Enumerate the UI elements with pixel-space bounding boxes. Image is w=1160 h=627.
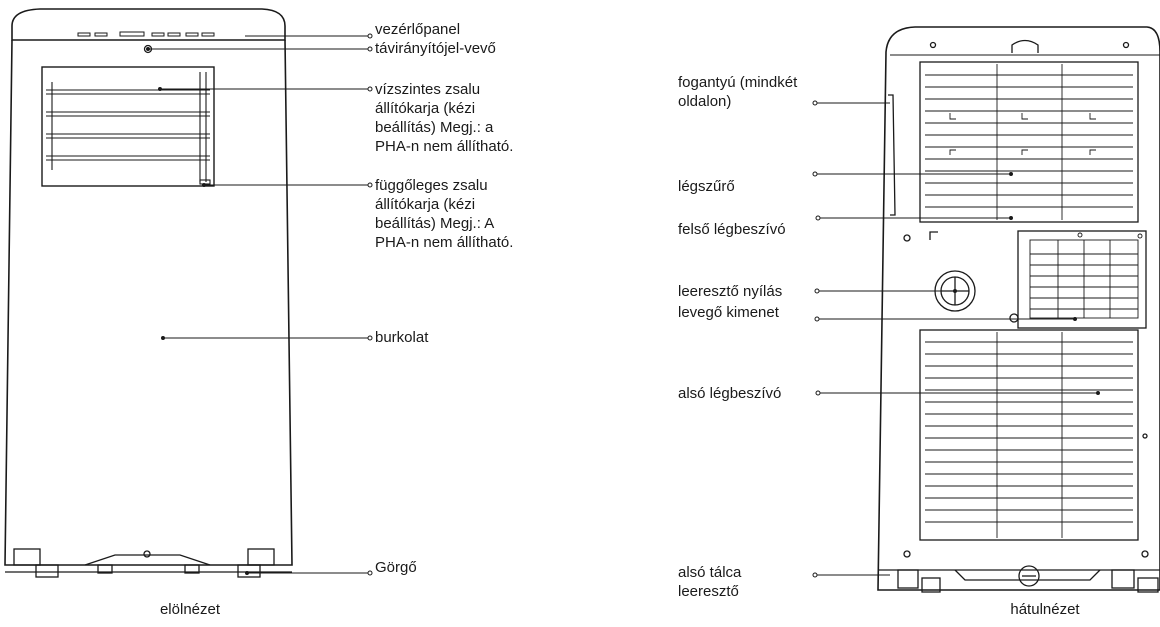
label-tray-drain-line: leeresztő	[678, 583, 739, 600]
label-vertical-louver-line: beállítás) Megj.: A	[375, 215, 495, 232]
front-housing	[4, 39, 293, 566]
front-base	[5, 548, 292, 578]
label-vertical-louver-line: PHA-n nem állítható.	[375, 234, 514, 251]
label-remote-receiver: távirányítójel-vevő	[375, 40, 496, 57]
lower-intake-grille	[919, 329, 1139, 541]
label-lower-intake: alsó légbeszívó	[678, 385, 782, 402]
air-outlet-grille	[1017, 230, 1147, 329]
label-air-filter: légszűrő	[678, 178, 735, 195]
label-vertical-louver-line: függőleges zsalu	[375, 177, 488, 194]
front-unit	[4, 8, 293, 578]
air-filter-grille	[919, 61, 1139, 223]
back-unit	[877, 26, 1160, 593]
back-leaders	[812, 100, 1100, 578]
label-control-panel: vezérlőpanel	[375, 21, 461, 38]
top-handle	[1011, 39, 1039, 53]
louver-panel	[41, 66, 215, 187]
label-air-outlet: levegő kimenet	[678, 304, 779, 321]
label-drain-outlet: leeresztő nyílás	[678, 283, 783, 300]
caption-back-view: hátulnézet	[1010, 601, 1080, 618]
label-handle: fogantyú (mindkét oldalon)	[678, 73, 797, 111]
label-caster: Görgő	[375, 559, 417, 576]
front-leaders	[146, 33, 373, 576]
label-horizontal-louver-line: vízszintes zsalu	[375, 81, 481, 98]
label-horizontal-louver: vízszintes zsalu állítókarja (kézi beáll…	[375, 80, 513, 156]
label-housing: burkolat	[375, 329, 429, 346]
label-horizontal-louver-line: PHA-n nem állítható.	[375, 138, 514, 155]
back-base	[878, 565, 1160, 593]
label-vertical-louver: függőleges zsalu állítókarja (kézi beáll…	[375, 176, 513, 252]
label-tray-drain: alsó tálca leeresztő	[678, 563, 741, 601]
front-top-cap	[11, 8, 286, 41]
air-outlet-slats	[1029, 232, 1143, 319]
horizontal-louvers	[46, 72, 211, 185]
side-handle	[888, 94, 896, 216]
label-tray-drain-line: alsó tálca	[678, 564, 742, 581]
label-handle-line: oldalon)	[678, 93, 732, 110]
label-horizontal-louver-line: állítókarja (kézi	[375, 100, 476, 117]
air-filter-slats	[925, 64, 1133, 220]
tray-drain-plug	[1018, 565, 1040, 587]
label-upper-intake: felső légbeszívó	[678, 221, 786, 238]
label-handle-line: fogantyú (mindkét	[678, 74, 798, 91]
control-panel	[77, 31, 215, 37]
label-vertical-louver-line: állítókarja (kézi	[375, 196, 476, 213]
lower-intake-slats	[925, 332, 1133, 538]
caption-front-view: elölnézet	[159, 601, 221, 618]
label-horizontal-louver-line: beállítás) Megj.: a	[375, 119, 494, 136]
